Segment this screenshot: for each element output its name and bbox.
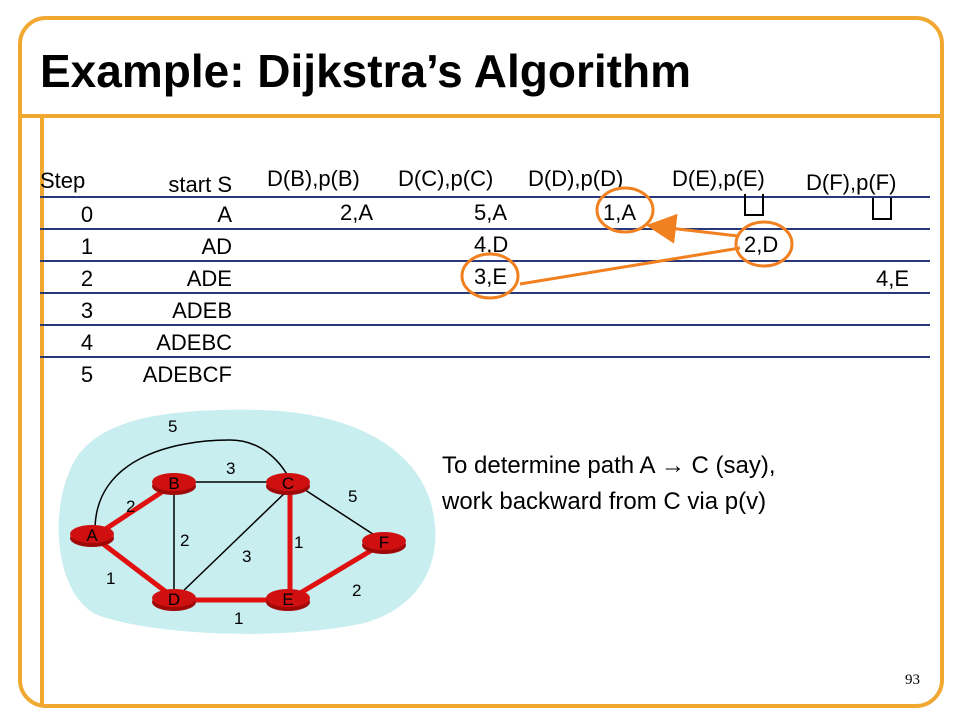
header-step: Step: [40, 168, 86, 193]
cell-d-b-step0: 2,A: [340, 200, 374, 225]
graph-background-blob: [58, 409, 436, 634]
start-set-value: ADE: [186, 266, 232, 291]
table-row-line: [40, 324, 930, 326]
header-d-e: D(E),p(E): [672, 166, 765, 191]
start-set-value: ADEBC: [156, 330, 232, 355]
infinity-box-icon: [872, 198, 892, 220]
edge-weight-c-d: 3: [242, 547, 251, 566]
node-label: A: [86, 526, 98, 545]
router-node-b: [152, 473, 196, 495]
cell-d-c-step1: 4,D: [474, 232, 509, 257]
highlight-circle-d-d: [595, 186, 655, 234]
caption-line: To determine path A → C (say),: [442, 452, 776, 479]
router-node-c: [266, 473, 310, 495]
start-set-value: ADEB: [172, 298, 232, 323]
node-label: B: [168, 474, 179, 493]
router-node-a: [70, 525, 114, 547]
page-number: 93: [905, 672, 920, 688]
step-number: 1: [80, 234, 94, 259]
edge-weight-a-d: 1: [106, 569, 115, 588]
router-node-d: [152, 589, 196, 611]
step-number: 4: [80, 330, 94, 355]
pointer-arrow-e-to-d: [646, 213, 739, 244]
edge-a-c: [94, 439, 291, 531]
edge-weight-d-e: 1: [234, 609, 243, 628]
node-label: C: [282, 474, 294, 493]
step-number: 5: [80, 362, 94, 387]
edge-c-f: [295, 483, 383, 541]
step-number: 3: [80, 298, 94, 323]
step-number: 0: [80, 202, 94, 227]
edge-weight-a-c: 5: [168, 417, 177, 436]
caption-line: work backward from C via p(v): [442, 488, 767, 515]
table-row-line: [40, 292, 930, 294]
start-set-value: ADEBCF: [142, 362, 232, 387]
table-row-line: [40, 260, 930, 262]
header-d-b: D(B),p(B): [267, 166, 360, 191]
left-divider: [40, 118, 44, 704]
edge-weight-c-f: 5: [348, 487, 357, 506]
table-header-line: [40, 196, 930, 198]
cell-d-c-step0: 5,A: [474, 200, 508, 225]
node-label: E: [282, 590, 293, 609]
edge-weight-c-e: 1: [294, 533, 303, 552]
edge-weight-e-f: 2: [352, 581, 361, 600]
cell-d-e-step1: 2,D: [744, 232, 779, 257]
start-set-value: A: [217, 202, 232, 227]
header-start-set: start S: [168, 172, 232, 197]
edge-c-d: [177, 487, 291, 597]
table-row-line: [40, 356, 930, 358]
node-label: F: [379, 533, 389, 552]
pointer-line-e-to-c: [519, 246, 741, 286]
router-node-f: [362, 532, 406, 554]
edge-weight-b-c: 3: [226, 459, 235, 478]
caption-text: To determine path A → C (say), work back…: [442, 448, 775, 520]
header-d-f: D(F),p(F): [806, 170, 897, 195]
node-label: D: [168, 590, 180, 609]
infinity-box-icon: [744, 194, 764, 216]
title-divider: [18, 114, 944, 118]
edge-weight-b-d: 2: [180, 531, 189, 550]
highlight-circle-d-c: [460, 252, 520, 300]
header-d-c: D(C),p(C): [398, 166, 494, 191]
edge-weight-a-b: 2: [126, 497, 135, 516]
slide-frame: [18, 16, 944, 708]
slide-title: Example: Dijkstra’s Algorithm: [40, 45, 691, 97]
cell-d-d-step0: 1,A: [603, 200, 637, 225]
router-node-e: [266, 589, 310, 611]
cell-d-f-step2: 4,E: [876, 266, 910, 291]
highlight-circle-d-e: [734, 220, 794, 268]
edge-a-d: [96, 538, 176, 600]
table-row-line: [40, 228, 930, 230]
header-d-d: D(D),p(D): [528, 166, 624, 191]
cell-d-c-step2: 3,E: [474, 264, 508, 289]
start-set-value: AD: [201, 234, 232, 259]
step-number: 2: [80, 266, 94, 291]
edge-e-f: [290, 541, 384, 601]
